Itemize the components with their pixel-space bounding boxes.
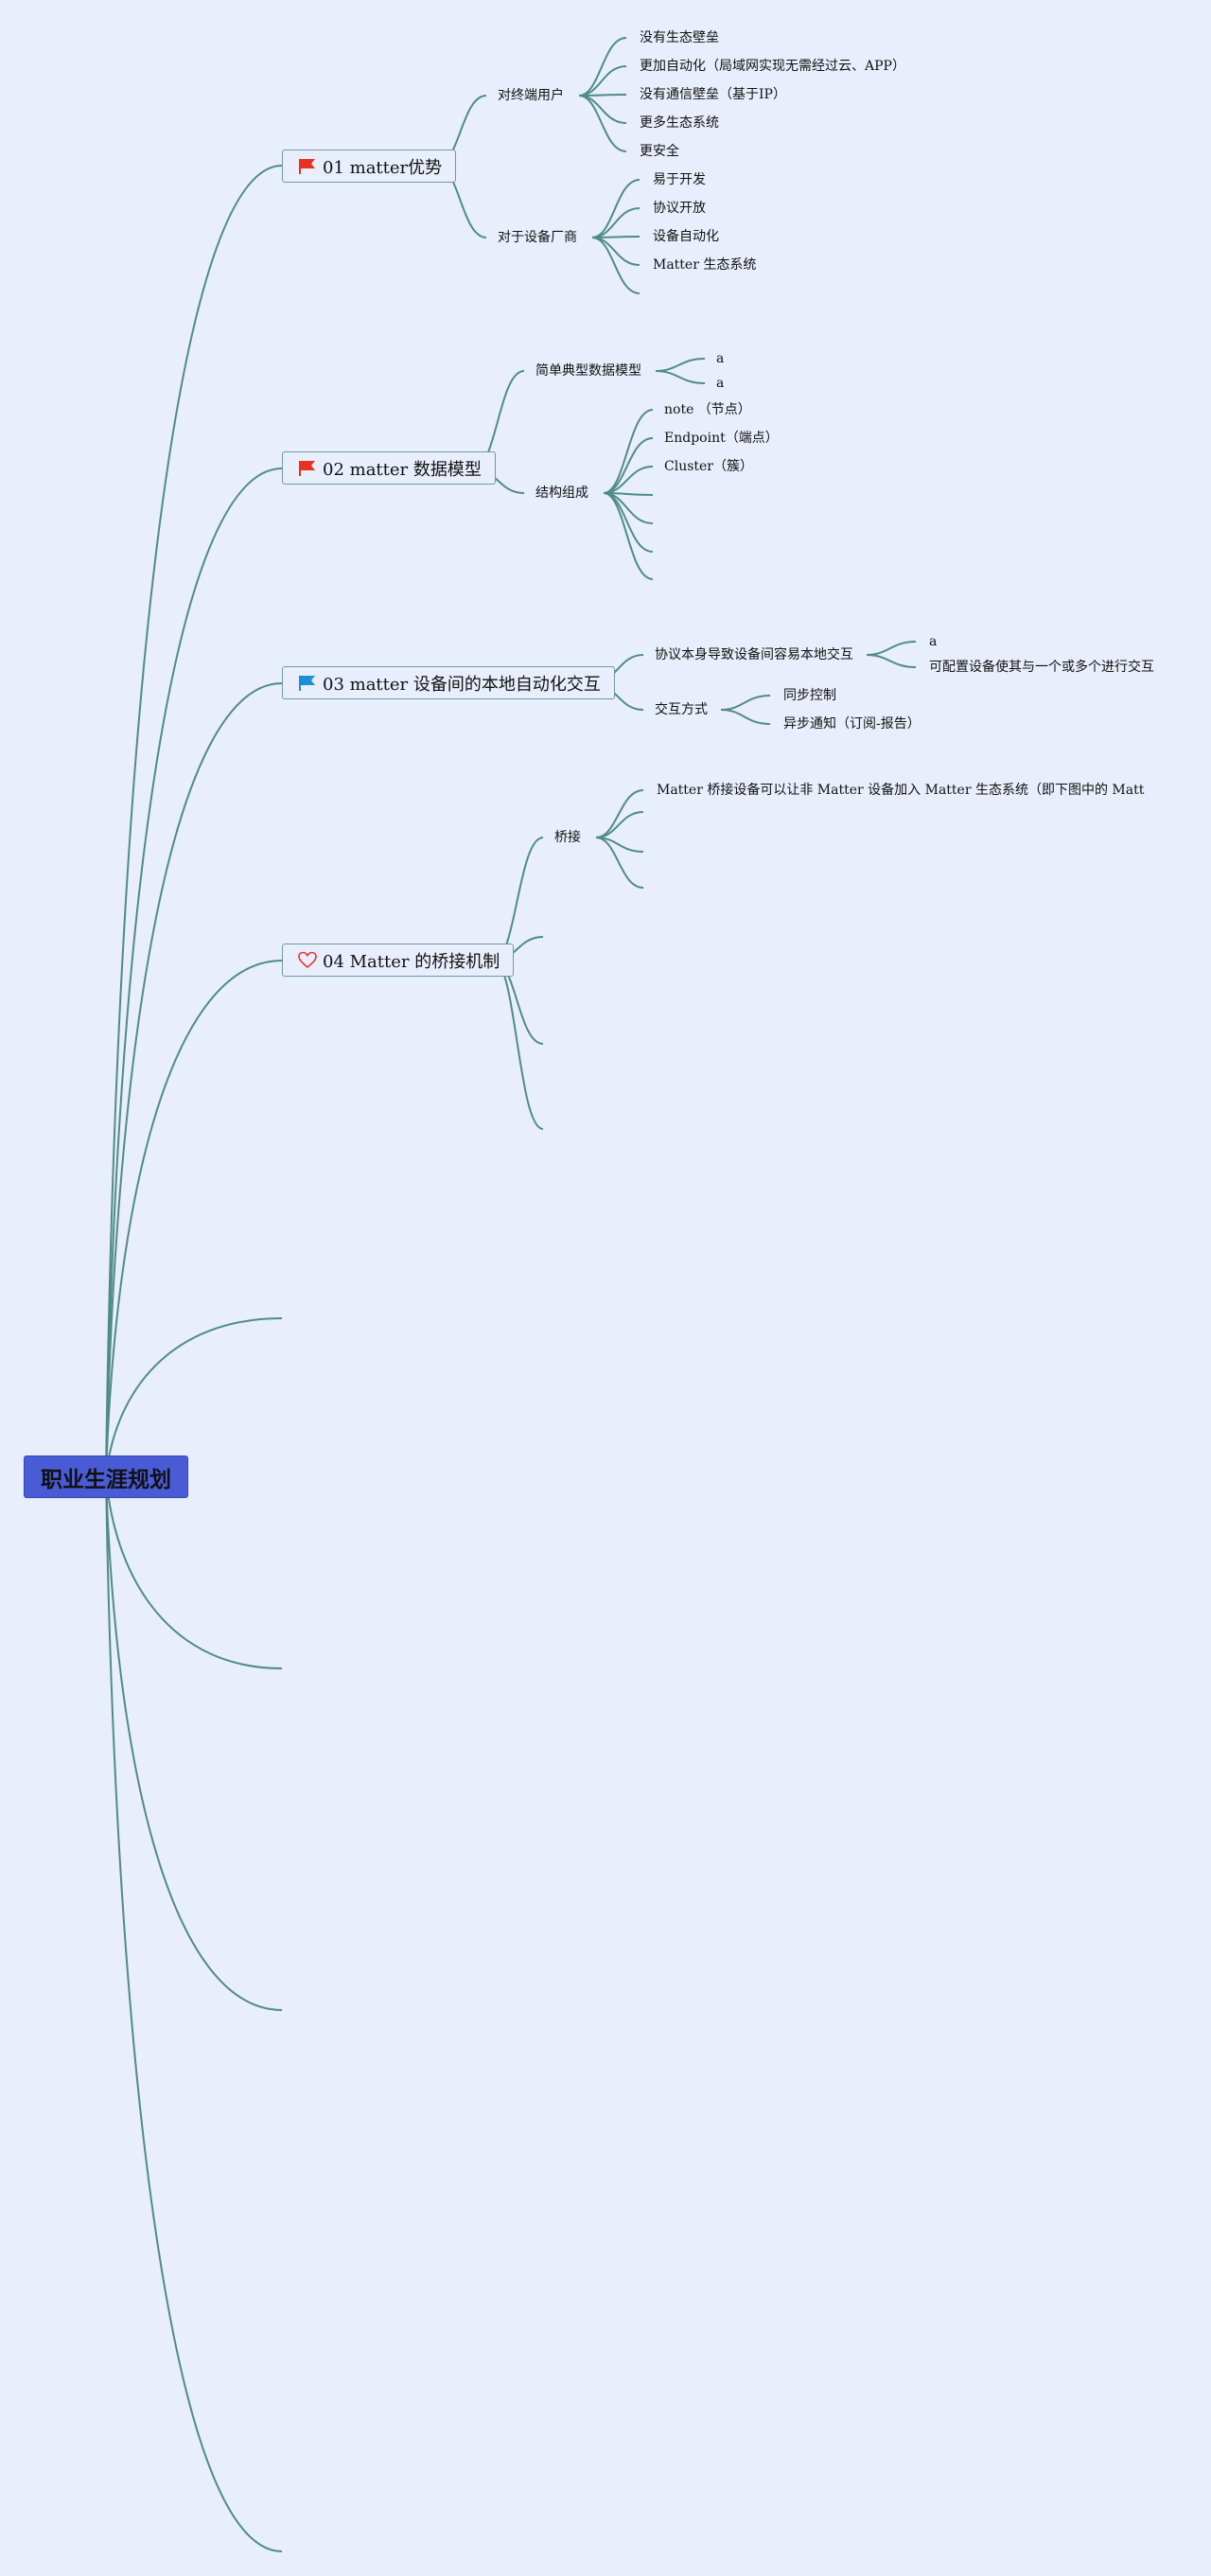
branch-line (866, 641, 917, 656)
topic-label: 03 matter 设备间的本地自动化交互 (323, 674, 601, 695)
protocol-item[interactable]: 可配置设备使其与一个或多个进行交互 (929, 660, 1154, 675)
interaction-mode-node[interactable]: 交互方式 (655, 702, 708, 717)
branch-line (720, 709, 771, 725)
interaction-mode-item[interactable]: 异步通知（订阅-报告） (783, 716, 921, 732)
branch-line (720, 695, 771, 711)
structure-item[interactable]: note （节点） (664, 402, 751, 417)
structure-item[interactable]: Cluster（簇） (664, 459, 753, 474)
end-user-item[interactable]: 没有生态壁垒 (640, 30, 719, 45)
end-user-node[interactable]: 对终端用户 (498, 88, 564, 103)
branch-line (578, 65, 627, 97)
topic-01-matter-advantages[interactable]: 01 matter优势 (282, 150, 457, 183)
root-node[interactable]: 职业生涯规划 (24, 1456, 188, 1498)
branch-line (578, 95, 627, 124)
branch-line (578, 37, 627, 97)
red-flag-icon (298, 459, 317, 478)
topic-label: 01 matter优势 (323, 157, 443, 178)
branch-line (603, 437, 654, 494)
red-flag-icon (298, 157, 317, 176)
root-branch-line (105, 682, 283, 1477)
branch-line (595, 837, 644, 889)
topic-03-local-automation[interactable]: 03 matter 设备间的本地自动化交互 (282, 666, 615, 699)
root-branch-line (105, 1475, 283, 2552)
root-branch-line (105, 1475, 283, 2011)
vendor-node[interactable]: 对于设备厂商 (498, 230, 577, 245)
vendor-item[interactable]: 协议开放 (653, 201, 706, 216)
bridge-item[interactable]: Matter 桥接设备可以让非 Matter 设备加入 Matter 生态系统（… (657, 783, 1145, 798)
topic-label: 02 matter 数据模型 (323, 459, 482, 480)
branch-line (578, 95, 627, 152)
root-branch-line (105, 960, 283, 1477)
topic-label: 04 Matter 的桥接机制 (323, 951, 500, 972)
branch-line (591, 237, 641, 294)
branch-line (603, 409, 654, 494)
end-user-item[interactable]: 更多生态系统 (640, 115, 719, 131)
branch-line (591, 207, 641, 238)
vendor-item[interactable]: 设备自动化 (653, 229, 719, 244)
blue-flag-icon (298, 674, 317, 693)
branch-line (591, 236, 641, 238)
branch-line (603, 492, 654, 580)
root-branch-line (105, 165, 283, 1477)
branch-line (595, 811, 644, 838)
branch-line (866, 654, 917, 668)
protocol-node[interactable]: 协议本身导致设备间容易本地交互 (655, 647, 853, 662)
simple-model-item[interactable]: a (716, 351, 725, 366)
branch-line (493, 837, 544, 962)
branch-line (591, 237, 641, 266)
vendor-item[interactable]: Matter 生态系统 (653, 257, 757, 273)
simple-model-item[interactable]: a (716, 376, 725, 391)
branch-line (655, 370, 706, 384)
structure-node[interactable]: 结构组成 (535, 485, 588, 501)
vendor-item[interactable]: 易于开发 (653, 172, 706, 187)
branch-line (595, 789, 644, 838)
interaction-mode-item[interactable]: 同步控制 (783, 688, 836, 703)
branch-line (578, 94, 627, 97)
topic-04-bridge-mechanism[interactable]: 04 Matter 的桥接机制 (282, 944, 515, 977)
root-branch-line (105, 1317, 283, 1477)
end-user-item[interactable]: 更加自动化（局域网实现无需经过云、APP） (640, 59, 905, 74)
branch-line (655, 358, 706, 372)
simple-model-node[interactable]: 简单典型数据模型 (535, 363, 641, 379)
root-branch-line (105, 1475, 283, 1669)
end-user-item[interactable]: 没有通信壁垒（基于IP） (640, 87, 786, 102)
heart-icon (298, 951, 317, 970)
bridge-node[interactable]: 桥接 (554, 830, 581, 845)
branch-line (591, 179, 641, 238)
structure-item[interactable]: Endpoint（端点） (664, 431, 779, 446)
branch-line (493, 960, 544, 1130)
end-user-item[interactable]: 更安全 (640, 144, 679, 159)
root-branch-line (105, 468, 283, 1477)
protocol-item[interactable]: a (929, 634, 938, 649)
topic-02-matter-data-model[interactable]: 02 matter 数据模型 (282, 451, 496, 485)
